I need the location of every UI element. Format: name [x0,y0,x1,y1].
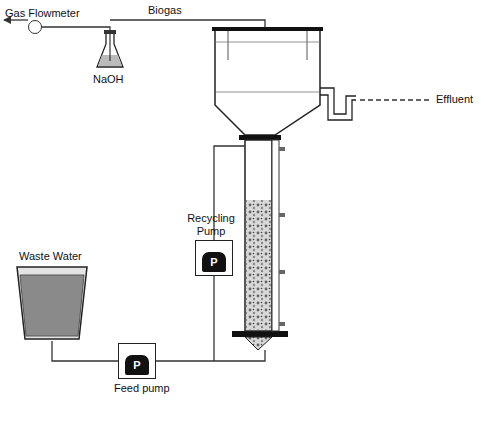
pipe-connector [52,341,118,361]
tank-label: Waste Water [19,250,89,263]
tank-node: Waste Water [15,250,89,341]
flask-node: NaOH [95,28,125,86]
tank-shape [15,263,89,341]
pump-box: P [118,343,156,379]
pump-label: Recycling Pump [183,212,239,238]
pump-icon: P [125,355,149,375]
text-label: Biogas [146,4,184,17]
pumpBelow-node: PFeed pump [118,343,170,395]
text-label: Effluent [434,93,475,106]
pump-box: P [195,240,233,276]
pumpAbove-node: Recycling PumpP [183,212,239,276]
flask-shape [95,28,125,70]
meter-node: Gas Flowmeter [5,7,80,34]
pump-label: Feed pump [114,382,170,395]
flowmeter-symbol [28,20,42,34]
pump-icon: P [202,252,226,272]
flask-label: NaOH [93,73,125,86]
meter-label: Gas Flowmeter [5,7,80,20]
pipe-connector [42,27,110,28]
